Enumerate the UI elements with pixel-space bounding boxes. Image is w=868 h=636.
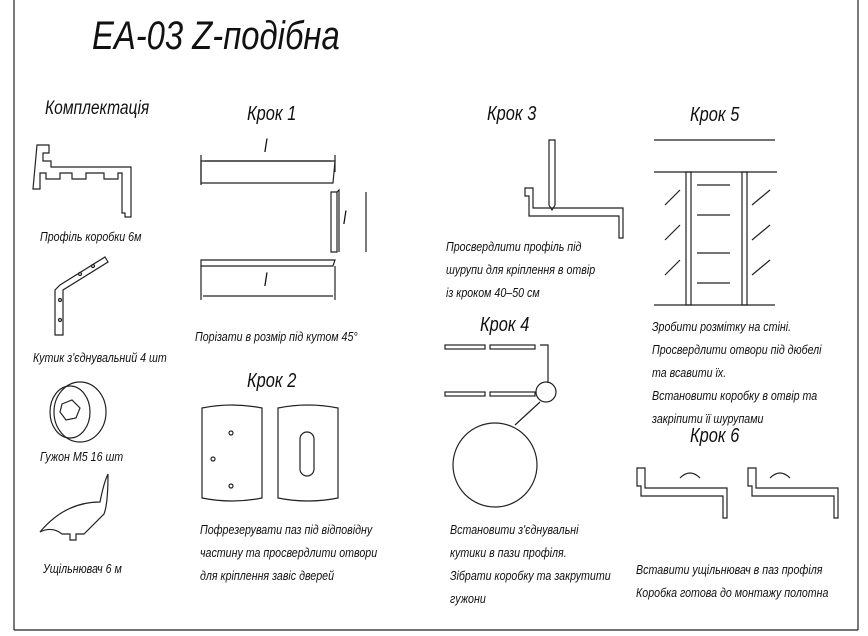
step-text: Порізати в розмір під кутом 45° (195, 329, 358, 344)
step-title: Крок 1 (247, 103, 297, 125)
dimension-label: l (264, 136, 268, 156)
seal-illustration (39, 473, 109, 541)
corner-bracket-illustration (54, 256, 109, 336)
step5-illustration (654, 139, 777, 306)
kit-item-label: Ущільнювач 6 м (43, 561, 122, 576)
profile-illustration (32, 144, 132, 218)
stud-illustration (49, 381, 107, 443)
step-title: Крок 2 (247, 370, 297, 392)
kit-item-label: Кутик з'єднувальний 4 шт (33, 350, 167, 365)
step3-illustration (524, 139, 624, 239)
dimension-label: l (343, 208, 347, 228)
step2-illustration (201, 404, 339, 502)
kit-item-label: Профіль коробки 6м (40, 229, 142, 244)
step6-illustration (636, 467, 839, 519)
step-title: Крок 6 (690, 425, 740, 447)
dimension-label: l (264, 270, 268, 290)
kit-heading: Комплектація (45, 98, 150, 119)
step-title: Крок 4 (480, 314, 530, 336)
step4-illustration (444, 344, 557, 508)
page-title: EA-03 Z-подібна (92, 14, 340, 58)
step-text: Зробити розмітку на стіні.Просвердлити о… (652, 319, 822, 426)
step1-illustration (200, 155, 367, 300)
step-title: Крок 5 (690, 104, 740, 126)
step-title: Крок 3 (487, 103, 537, 125)
kit-item-label: Гужон М5 16 шт (40, 449, 124, 464)
